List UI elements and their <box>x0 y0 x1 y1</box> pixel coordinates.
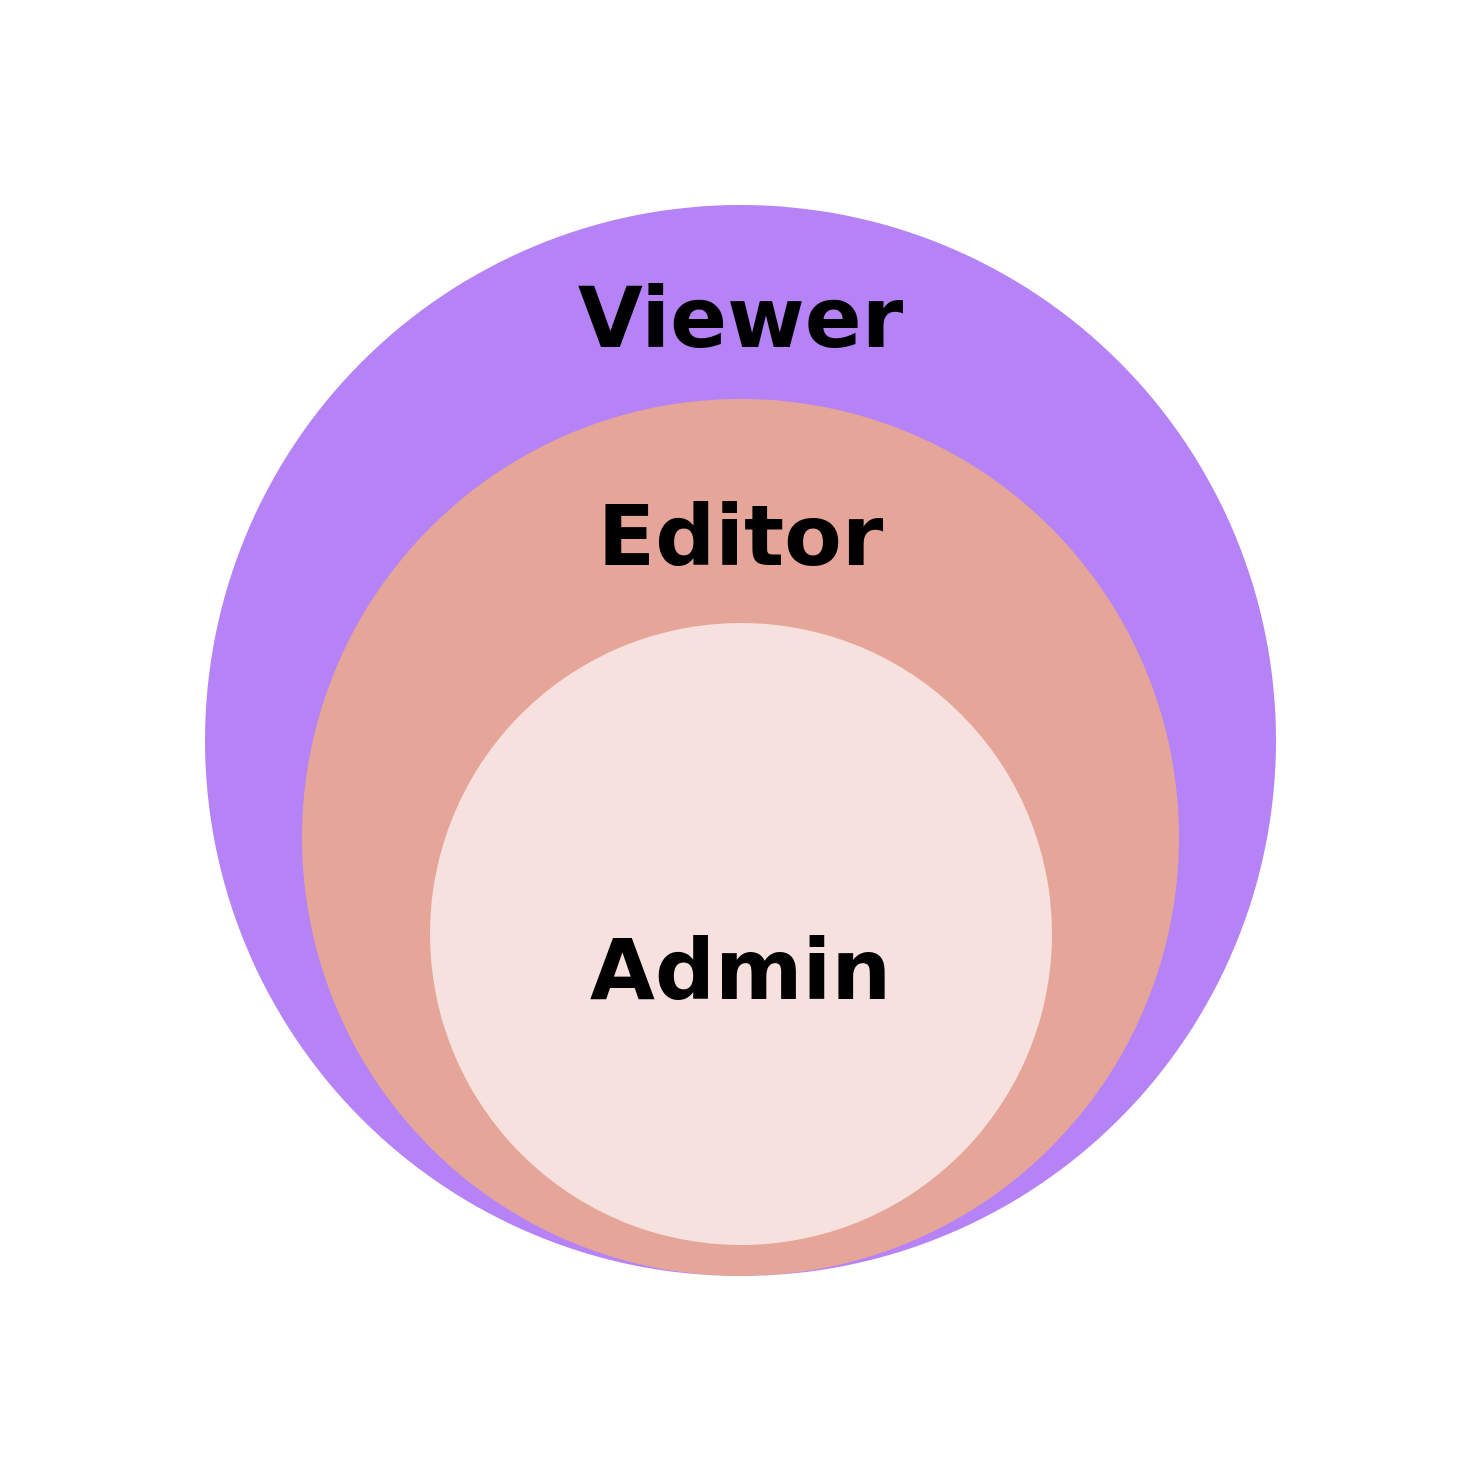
viewer-label: Viewer <box>577 269 904 367</box>
editor-label: Editor <box>597 487 884 585</box>
admin-label: Admin <box>589 921 892 1019</box>
admin-circle <box>430 623 1052 1245</box>
